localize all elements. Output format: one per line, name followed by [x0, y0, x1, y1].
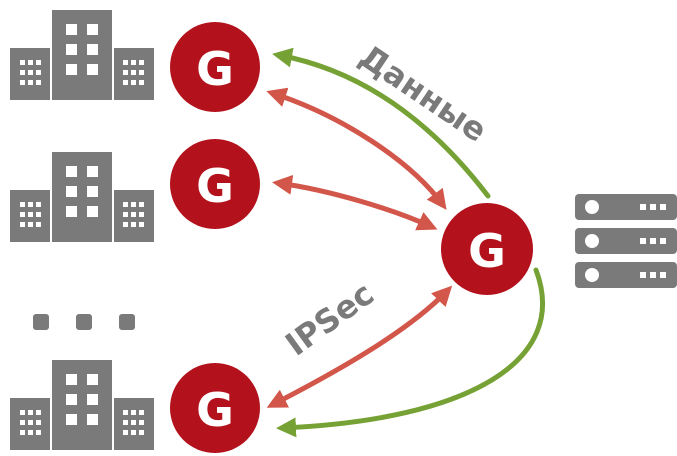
- gateway-node-3: G: [170, 363, 260, 453]
- ipsec-link-2: [272, 174, 438, 231]
- ipsec-link-3: [266, 285, 453, 408]
- svg-text:G: G: [468, 224, 506, 278]
- gateway-node-central: G: [441, 203, 533, 295]
- office-building-icon: [10, 360, 154, 450]
- office-building-icon: [10, 10, 154, 100]
- office-building-icon: [10, 152, 154, 242]
- svg-text:G: G: [196, 42, 234, 96]
- svg-text:G: G: [196, 383, 234, 437]
- gateway-node-1: G: [170, 22, 260, 112]
- ellipsis: [33, 314, 135, 330]
- data-link-bottom: [276, 267, 546, 438]
- server-rack-icon: [575, 194, 677, 288]
- gateway-node-2: G: [170, 139, 260, 229]
- svg-text:G: G: [196, 159, 234, 213]
